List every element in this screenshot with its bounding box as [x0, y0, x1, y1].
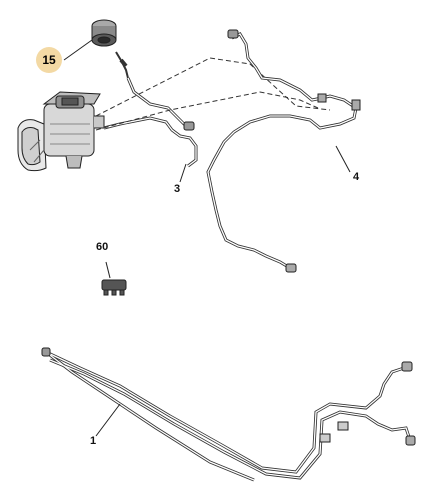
part-3-pipe	[103, 116, 198, 168]
part-3-label: 3	[174, 183, 181, 195]
leader-lines	[63, 39, 351, 437]
part-1-pipe-bundle	[41, 347, 416, 482]
part-15-label: 15	[42, 53, 56, 67]
dashed-reference-lines	[95, 57, 331, 131]
part-4-pipe	[206, 29, 361, 273]
part-60-label: 60	[96, 241, 109, 253]
part-60-clip	[101, 279, 127, 296]
fuel-pump-assembly	[17, 91, 105, 172]
part-4-label: 4	[353, 171, 360, 183]
part-15-badge: 15	[36, 47, 62, 73]
part-15-component	[91, 19, 195, 131]
part-1-label: 1	[90, 435, 97, 447]
